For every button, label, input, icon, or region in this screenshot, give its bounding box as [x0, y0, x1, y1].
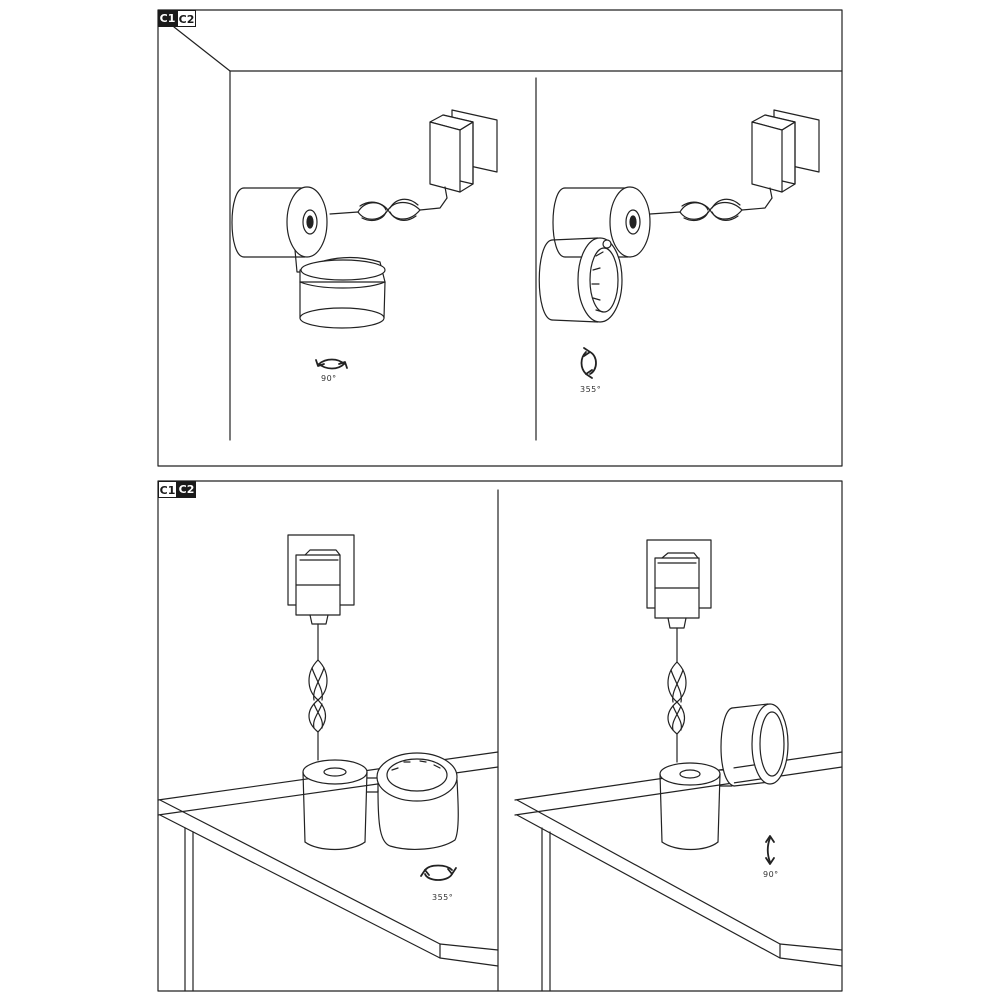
ceiling-corner-line	[173, 26, 231, 72]
spot-head-tilted	[719, 703, 789, 787]
rotation-angle-label: 355°	[580, 385, 602, 394]
wall-plug-adapter	[751, 109, 820, 199]
vertical-tilt-arrow-icon	[765, 835, 775, 865]
table-cylinder-unit	[302, 759, 368, 851]
bottom-panel-frame	[157, 480, 843, 992]
wall-plug-adapter	[287, 534, 355, 625]
coiled-cable	[667, 627, 687, 763]
axial-rotate-arrow-icon	[580, 347, 597, 379]
coiled-cable	[649, 197, 773, 222]
top-panel-frame	[157, 9, 843, 467]
wall-plug-adapter	[429, 109, 498, 199]
table-cylinder-unit	[659, 762, 721, 851]
coiled-cable	[329, 197, 448, 222]
horizontal-rotate-arrow-icon	[315, 358, 348, 370]
rotation-angle-label: 90°	[321, 374, 337, 383]
rotation-angle-label: 355°	[432, 893, 454, 902]
tab-c1: C1	[158, 10, 177, 27]
bottom-panel	[157, 480, 843, 992]
tab-c2: C2	[177, 10, 196, 27]
wall-cylinder-unit	[552, 186, 651, 258]
wall-plug-adapter	[646, 539, 712, 629]
spot-head-down	[299, 256, 386, 329]
tab-c2: C2	[177, 481, 196, 498]
spot-head-forward	[538, 237, 623, 323]
bottom-left-scene	[157, 534, 499, 992]
axial-rotate-arrow-icon	[420, 864, 457, 881]
tab-c1: C1	[158, 481, 177, 498]
table	[514, 751, 843, 992]
rotation-angle-label: 90°	[763, 870, 779, 879]
top-panel	[157, 9, 843, 467]
bottom-right-scene	[514, 539, 843, 992]
coiled-cable	[308, 623, 328, 761]
wall-cylinder-unit	[231, 186, 328, 258]
spot-head-up	[366, 752, 459, 850]
top-left-scene	[231, 109, 498, 370]
top-right-scene	[538, 109, 820, 379]
